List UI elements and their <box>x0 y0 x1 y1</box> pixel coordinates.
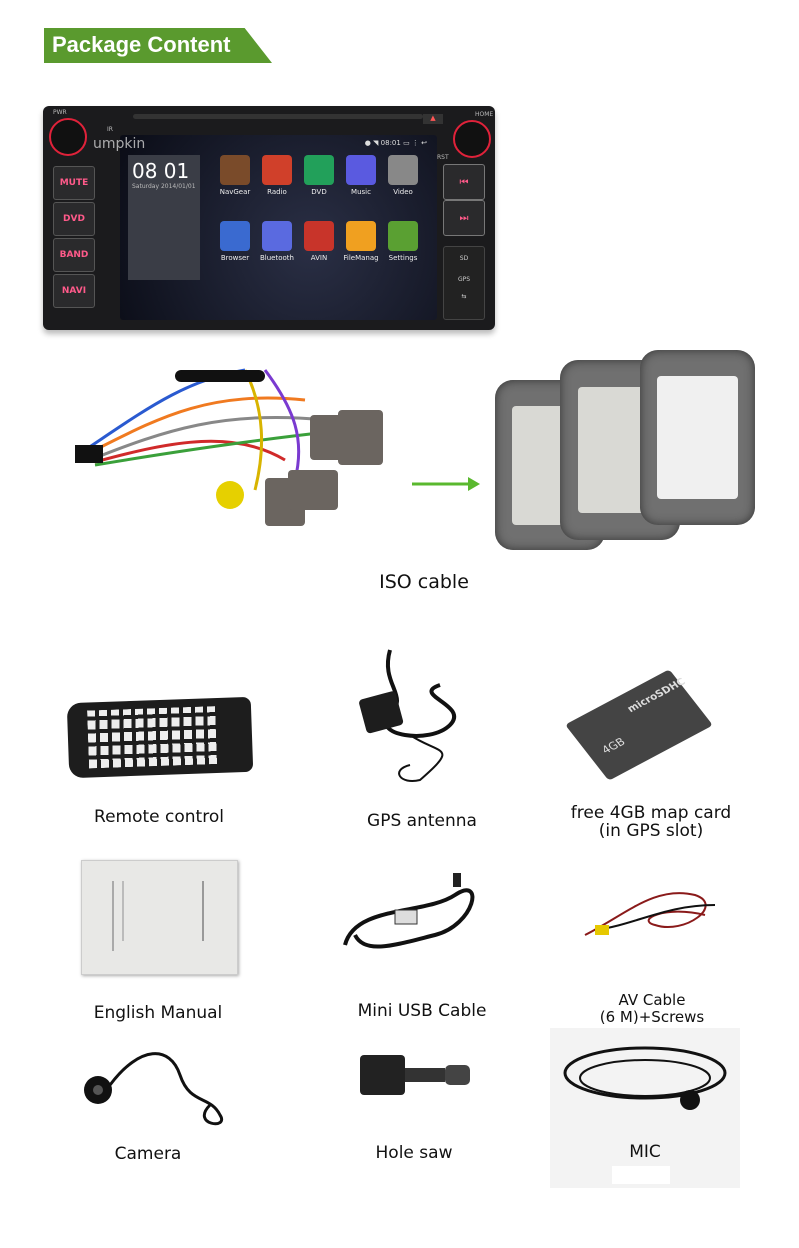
car-stereo-head-unit: PWR IR HOME RST ▲ MUTE DVD BAND NAVI ⏮ ⏭… <box>43 106 495 330</box>
av-cable-label: AV Cable (6 M)+Screws <box>600 992 704 1026</box>
app-icon-dvd: DVD <box>294 155 344 196</box>
app-label: FileManag <box>343 254 379 262</box>
app-icon <box>304 221 334 251</box>
iso-connector <box>640 350 755 525</box>
map-card-label-line1: free 4GB map card <box>570 803 732 823</box>
app-icon-navgear: NavGear <box>210 155 260 196</box>
app-icon-music: Music <box>336 155 386 196</box>
ir-label: IR <box>107 126 113 133</box>
av-cable-image <box>584 892 716 936</box>
app-icon <box>346 155 376 185</box>
camera-image <box>84 1052 224 1126</box>
remote-control-label: Remote control <box>94 807 224 827</box>
eject-button: ▲ <box>423 114 443 124</box>
foam-block <box>338 410 383 465</box>
mini-usb-cable-label: Mini USB Cable <box>357 1001 487 1021</box>
status-time: 08:01 <box>380 139 401 147</box>
band-button: BAND <box>53 238 95 272</box>
hole-saw-label: Hole saw <box>375 1143 453 1163</box>
app-icon <box>220 155 250 185</box>
app-icon <box>388 221 418 251</box>
foam-block <box>288 470 338 510</box>
iso-cable-harness-image <box>75 368 346 509</box>
app-icon-settings: Settings <box>378 221 428 262</box>
app-label: Settings <box>388 254 418 262</box>
av-cable-label-line1: AV Cable <box>618 991 686 1009</box>
remote-control-image <box>66 696 254 779</box>
home-label: HOME <box>475 111 494 118</box>
app-icon-bluetooth: Bluetooth <box>252 221 302 262</box>
home-knob <box>453 120 491 158</box>
hole-saw-image <box>360 1055 470 1095</box>
sd-gps-usb-panel: SD GPS ⇆ <box>443 246 485 320</box>
app-icon <box>388 155 418 185</box>
app-label: AVIN <box>310 254 328 262</box>
status-bar: ● ◥ 08:01 ▭ ⋮ ↩ <box>364 139 427 147</box>
camera-label: Camera <box>114 1144 182 1164</box>
iso-cable-label: ISO cable <box>379 571 469 593</box>
app-label: Radio <box>267 188 287 196</box>
app-icon-filemanag: FileManag <box>336 221 386 262</box>
clock-date: Saturday 2014/01/01 <box>132 183 196 190</box>
brand-logo: umpkin <box>93 136 146 152</box>
clock-widget: 08 01 Saturday 2014/01/01 <box>128 155 200 280</box>
mute-button: MUTE <box>53 166 95 200</box>
app-label: Video <box>393 188 413 196</box>
microphone-image <box>563 1046 727 1110</box>
prev-track-button: ⏮ <box>443 164 485 200</box>
app-icon <box>304 155 334 185</box>
app-label: DVD <box>311 188 327 196</box>
app-label: Browser <box>220 254 250 262</box>
touch-screen: ● ◥ 08:01 ▭ ⋮ ↩ 08 01 Saturday 2014/01/0… <box>120 135 437 320</box>
app-icon-browser: Browser <box>210 221 260 262</box>
app-icon-avin: AVIN <box>294 221 344 262</box>
av-cable-label-line2: (6 M)+Screws <box>599 1008 705 1026</box>
pwr-label: PWR <box>53 109 67 116</box>
next-track-button: ⏭ <box>443 200 485 236</box>
usb-icon: ⇆ <box>461 293 467 300</box>
arrow-icon <box>412 477 480 491</box>
app-icon <box>346 221 376 251</box>
mini-usb-cable-image <box>343 873 475 949</box>
app-icon <box>262 221 292 251</box>
map-card-label-line2: (in GPS slot) <box>598 821 704 841</box>
app-icon <box>220 221 250 251</box>
app-label: Music <box>351 188 371 196</box>
micro-sd-card-image: 4GB microSDHC <box>565 669 713 781</box>
disc-slot <box>133 114 423 119</box>
mic-label: MIC <box>629 1142 661 1162</box>
gps-antenna-label: GPS antenna <box>367 811 477 831</box>
app-label: NavGear <box>219 188 251 196</box>
app-label: Bluetooth <box>260 254 294 262</box>
section-title: Package Content <box>52 32 231 57</box>
clock-time: 08 01 <box>132 159 190 183</box>
map-card-label: free 4GB map card (in GPS slot) <box>571 804 731 840</box>
dvd-button: DVD <box>53 202 95 236</box>
english-manual-label: English Manual <box>93 1003 223 1023</box>
gps-antenna-image <box>359 649 456 782</box>
gps-label: GPS <box>457 276 471 283</box>
app-icon-radio: Radio <box>252 155 302 196</box>
power-knob <box>49 118 87 156</box>
app-icon <box>262 155 292 185</box>
section-banner: Package Content <box>44 28 272 63</box>
mic-panel <box>550 1028 740 1188</box>
card-logo: microSDHC <box>625 676 688 715</box>
card-capacity: 4GB <box>599 735 628 757</box>
english-manual-image <box>81 860 238 975</box>
sd-label: SD <box>459 255 469 262</box>
plug <box>75 445 103 463</box>
app-icon-video: Video <box>378 155 428 196</box>
navi-button: NAVI <box>53 274 95 308</box>
rst-label: RST <box>437 154 449 161</box>
